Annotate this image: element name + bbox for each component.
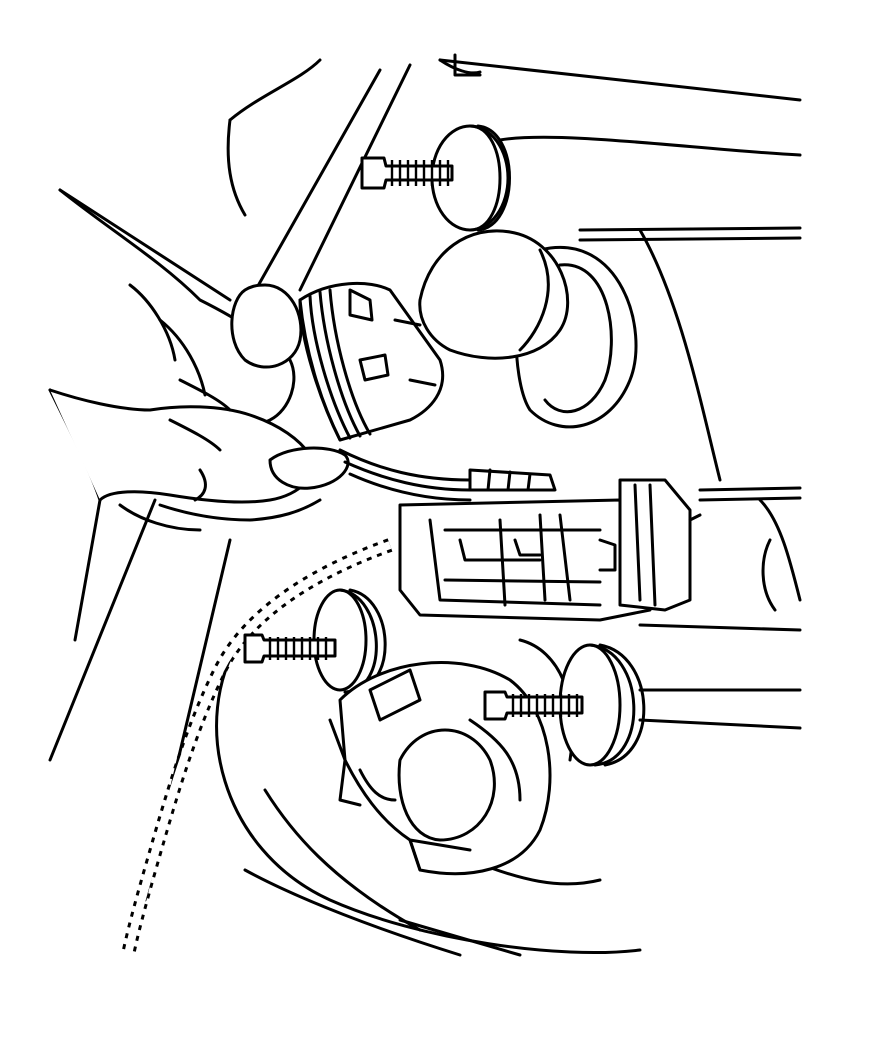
bulb [418,229,570,360]
mounting-stud-lower [483,690,584,721]
electrical-connector [398,468,702,622]
mounting-stud-middle [243,633,337,664]
wiring-harness [121,538,393,957]
grommet-upper [430,124,511,232]
socket-wires [338,448,472,502]
lamp-housing [215,638,642,957]
hand [48,188,350,532]
lower-bulb-assembly [328,638,575,876]
mounting-stud-upper [360,156,454,190]
grommet-lower [558,643,646,767]
bulb-socket [298,281,445,442]
